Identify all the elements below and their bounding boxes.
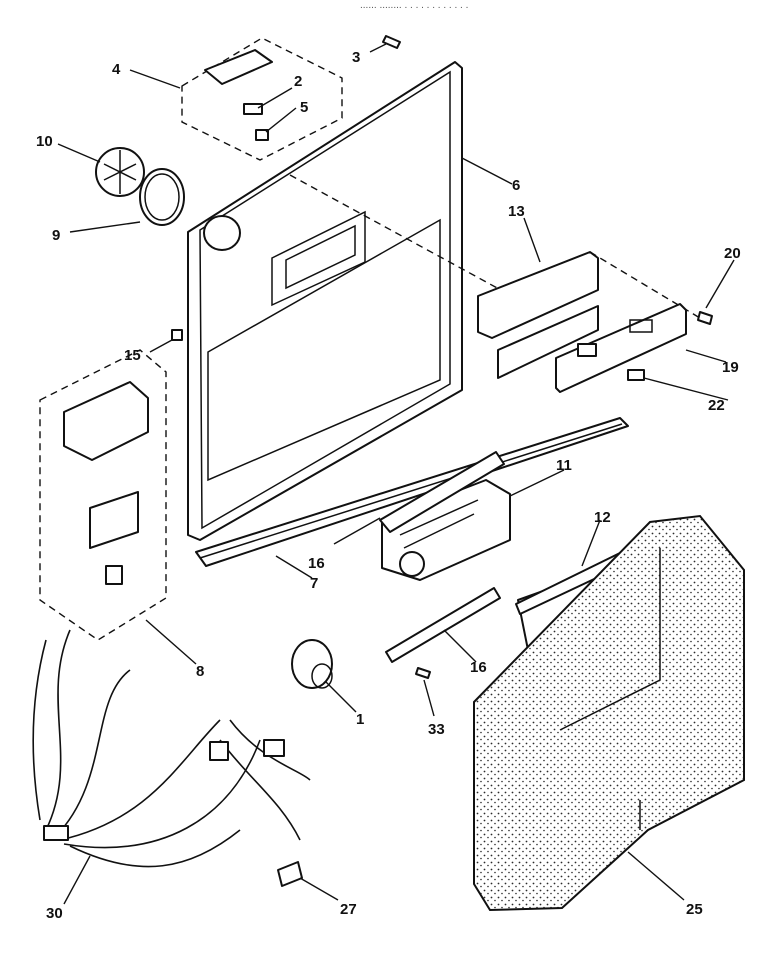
callout-4: 4 [112,61,121,78]
callout-10: 10 [36,133,53,150]
callout-33: 33 [428,721,445,738]
callout-16-upper: 16 [308,555,325,572]
control-board [555,303,687,393]
callout-11: 11 [556,457,572,474]
callout-6: 6 [512,177,520,194]
dispenser-lower-bracket [385,587,501,663]
callout-3: 3 [352,49,360,66]
header-fragment: ...... ........ . . . . . . . . . . . . [360,0,468,11]
callout-20: 20 [724,245,741,262]
callout-30: 30 [46,905,63,922]
callout-16-lower: 16 [470,659,487,676]
screw-3 [382,35,401,49]
callout-8: 8 [196,663,204,680]
door-latch-assembly [39,329,183,641]
wire-connector-27 [277,861,303,887]
callout-27: 27 [340,901,357,918]
dispenser [379,451,511,581]
callout-13: 13 [508,203,525,220]
callout-2: 2 [294,73,302,90]
callout-1: 1 [356,711,364,728]
latch-kit [181,37,343,161]
screw-33 [415,667,431,679]
callout-12: 12 [594,509,611,526]
vent-assembly [95,147,185,226]
knob [291,639,333,689]
callout-9: 9 [52,227,60,244]
leader-lines [57,43,735,905]
callout-19: 19 [722,359,739,376]
callout-25: 25 [686,901,703,918]
callout-labels: 1 2 3 4 5 6 7 8 9 10 11 12 13 15 16 16 1… [36,49,741,922]
control-bracket [477,251,701,379]
callout-5: 5 [300,99,308,116]
inner-door-panel [187,61,511,541]
callout-15: 15 [124,347,141,364]
callout-22: 22 [708,397,725,414]
wire-harness [32,629,311,868]
door-insulation [473,514,745,912]
screw-20 [697,311,713,325]
callout-7: 7 [310,575,318,592]
